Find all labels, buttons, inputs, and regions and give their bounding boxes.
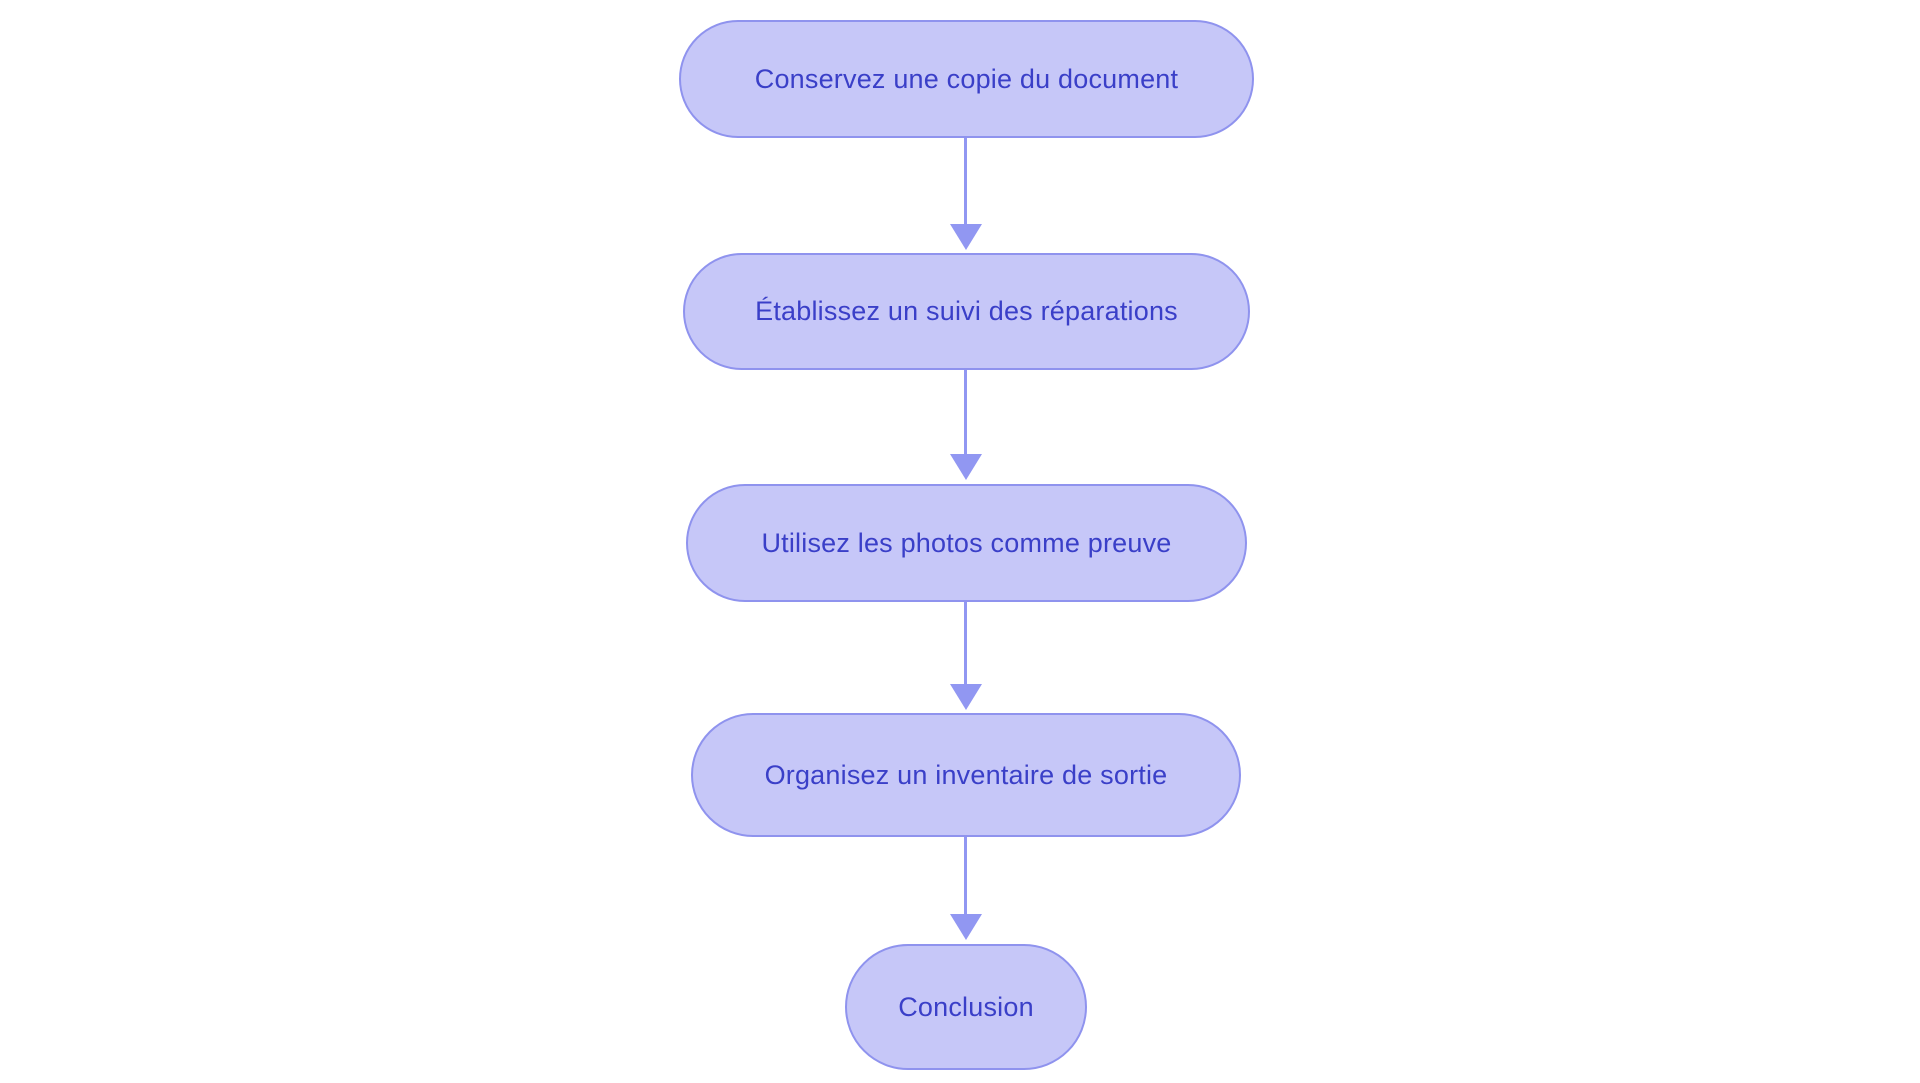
arrow-down-icon xyxy=(950,454,982,480)
arrow-shaft xyxy=(964,602,967,686)
arrow-down-icon xyxy=(950,224,982,250)
arrow-down-icon xyxy=(950,914,982,940)
flow-node-label: Organisez un inventaire de sortie xyxy=(764,759,1168,790)
flow-node-label: Conclusion xyxy=(898,991,1034,1022)
flow-node-photos-preuve: Utilisez les photos comme preuve xyxy=(686,484,1247,602)
arrow-down-icon xyxy=(950,684,982,710)
arrow-shaft xyxy=(964,837,967,916)
arrow-shaft xyxy=(964,138,967,226)
flow-node-conservez-copie: Conservez une copie du document xyxy=(679,20,1254,138)
flow-node-inventaire-sortie: Organisez un inventaire de sortie xyxy=(691,713,1241,837)
arrow-shaft xyxy=(964,370,967,456)
flow-node-label: Utilisez les photos comme preuve xyxy=(761,527,1172,558)
flow-node-suivi-reparations: Établissez un suivi des réparations xyxy=(683,253,1250,370)
flow-node-label: Conservez une copie du document xyxy=(754,63,1179,94)
flow-node-conclusion: Conclusion xyxy=(845,944,1087,1070)
flow-node-label: Établissez un suivi des réparations xyxy=(755,296,1178,326)
